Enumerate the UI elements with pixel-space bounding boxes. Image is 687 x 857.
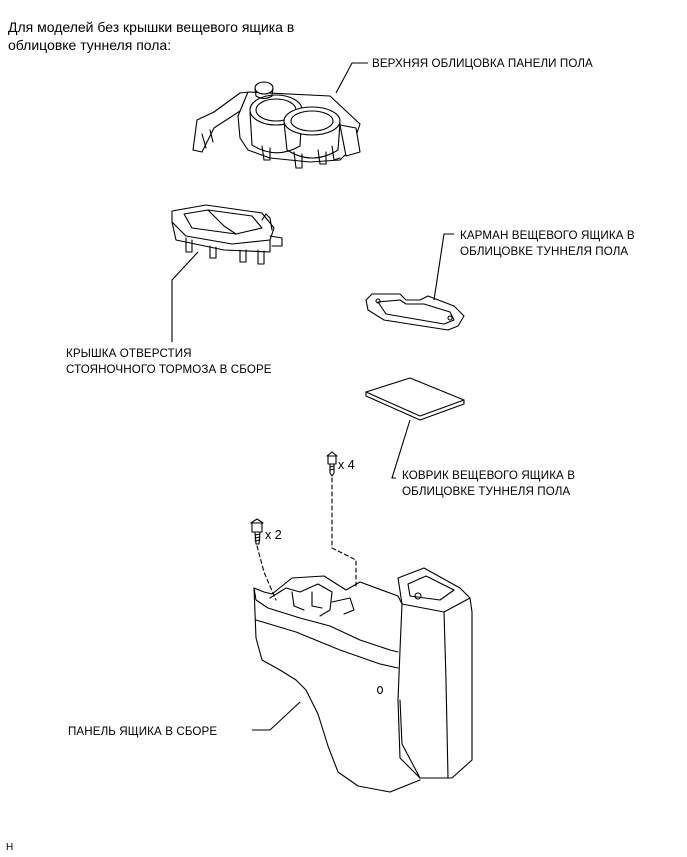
diagram-header-line2: облицовке туннеля пола: [8,37,172,53]
leader-upper-panel [335,62,368,94]
floor-tunnel-box-mat-part [365,377,465,421]
label-mat-line2: ОБЛИЦОВКЕ ТУННЕЛЯ ПОЛА [402,485,571,498]
label-mat-line1: КОВРИК ВЕЩЕВОГО ЯЩИКА В [402,469,576,482]
leader-mat [391,419,411,479]
leader-console [252,701,301,731]
parking-brake-hole-cover-part [171,204,283,265]
diagram-header-line1: Для моделей без крышки вещевого ящика в [8,19,295,35]
upper-floor-panel-garnish-part [192,81,361,169]
label-brake-cover-line2: СТОЯНОЧНОГО ТОРМОЗА В СБОРЕ [66,363,272,376]
label-upper-floor-panel-garnish: ВЕРХНЯЯ ОБЛИЦОВКА ПАНЕЛИ ПОЛА [372,57,593,70]
label-pocket-line1: КАРМАН ВЕЩЕВОГО ЯЩИКА В [460,229,635,242]
bolt-quantity: x 2 [265,528,282,542]
label-pocket-line2: ОБЛИЦОВКЕ ТУННЕЛЯ ПОЛА [460,245,629,258]
leader-pocket [433,233,454,301]
label-console-box: ПАНЕЛЬ ЯЩИКА В СБОРЕ [68,725,218,738]
console-box-part [253,567,473,793]
label-brake-cover-line1: КРЫШКА ОТВЕРСТИЯ [66,347,192,360]
screw-quantity: x 4 [338,458,355,472]
illustration-code: H [6,842,14,853]
leader-brake-cover [171,251,199,342]
floor-tunnel-pocket-part [365,293,465,331]
bolt-x2-part [250,518,264,545]
screw-x4-part [326,451,338,477]
